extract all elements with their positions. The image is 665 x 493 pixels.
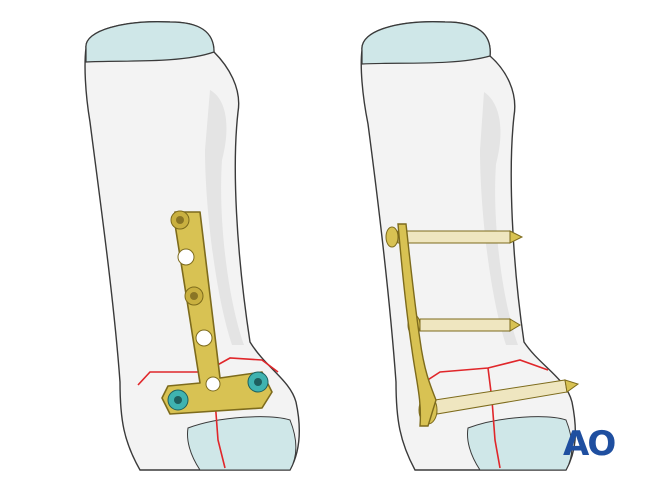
right-bone-side-view — [360, 21, 580, 471]
left-bone-shadow — [205, 90, 244, 345]
t-plate — [161, 210, 273, 415]
right-fracture-line — [419, 359, 549, 469]
ao-logo: AO — [563, 424, 616, 464]
left-top-cartilage — [85, 21, 215, 63]
right-bone-shadow — [480, 92, 518, 345]
screw — [385, 226, 524, 248]
screws — [385, 226, 580, 425]
left-bottom-cartilage — [187, 416, 297, 471]
right-top-cartilage — [361, 21, 491, 65]
plate-side-view — [397, 223, 437, 427]
right-bottom-cartilage — [467, 416, 573, 471]
left-bone-front-view — [84, 21, 301, 471]
